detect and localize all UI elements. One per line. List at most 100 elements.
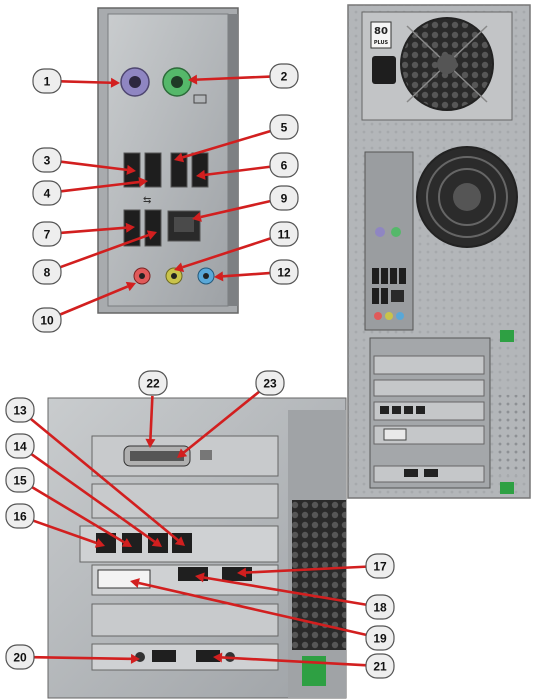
callout-arrowhead-9 <box>192 212 202 222</box>
callout-5: 5 <box>269 114 299 140</box>
usb-port <box>144 209 162 247</box>
callout-label: 2 <box>281 70 288 84</box>
callout-arrowhead-19 <box>130 578 140 588</box>
firewire-port <box>196 650 220 662</box>
callout-arrowhead-7 <box>125 222 135 233</box>
callout-2: 2 <box>269 63 299 89</box>
callout-leader-4 <box>59 180 140 193</box>
callout-3: 3 <box>32 147 62 173</box>
power-inlet <box>372 56 396 84</box>
usb-port <box>144 152 162 188</box>
callout-arrowhead-11 <box>174 262 185 272</box>
callout-label: 13 <box>13 404 27 418</box>
callout-10: 10 <box>32 307 62 333</box>
callout-arrowhead-8 <box>146 230 157 240</box>
callout-label: 1 <box>44 75 51 89</box>
callout-label: 6 <box>281 159 288 173</box>
callout-arrowhead-21 <box>213 652 223 663</box>
callout-leader-3 <box>59 160 128 172</box>
callout-20: 20 <box>5 644 35 670</box>
ethernet-port <box>167 210 201 242</box>
callout-arrowhead-14 <box>151 537 162 547</box>
firewire-card-bracket <box>91 643 279 671</box>
callout-leader-11 <box>182 236 273 269</box>
video-card-bracket <box>91 564 279 596</box>
callout-label: 8 <box>44 266 51 280</box>
ps2-mouse-port <box>120 67 150 97</box>
callout-11: 11 <box>269 221 299 247</box>
callout-bubble <box>32 180 62 206</box>
callout-arrowhead-20 <box>130 653 140 664</box>
vent-holes <box>495 395 525 475</box>
callout-leader-8 <box>58 233 149 269</box>
callout-19: 19 <box>365 625 395 651</box>
callout-leaders <box>29 74 368 667</box>
latch-green <box>500 330 514 342</box>
callout-bubble <box>138 370 168 396</box>
psu-80-plus-badge: 80 PLUS <box>370 21 392 49</box>
mic-in-jack <box>133 267 151 285</box>
callout-label: 18 <box>373 601 387 615</box>
callout-arrowhead-16 <box>94 538 105 548</box>
callout-arrowhead-3 <box>126 164 136 175</box>
callout-21: 21 <box>365 653 395 679</box>
callout-leader-18 <box>203 576 368 607</box>
callout-leader-6 <box>204 165 272 177</box>
scsi-card-bracket <box>91 435 279 477</box>
system-fan <box>416 146 518 248</box>
callout-bubble <box>32 259 62 285</box>
callout-leader-15 <box>30 485 125 544</box>
callout-label: 22 <box>146 377 160 391</box>
badge-word: PLUS <box>374 40 389 46</box>
callout-label: 19 <box>373 632 387 646</box>
usb-symbol-icon: ⇆ <box>143 195 151 206</box>
callout-label: 10 <box>40 314 54 328</box>
callout-14: 14 <box>5 433 35 459</box>
callout-bubble <box>5 503 35 529</box>
callout-22: 22 <box>138 370 168 396</box>
callout-bubble <box>365 653 395 679</box>
blank-slot-cover <box>91 603 279 637</box>
callout-label: 16 <box>13 510 27 524</box>
expansion-slot-closeup <box>47 397 347 699</box>
io-panel-edge <box>228 14 238 306</box>
callout-bubble <box>255 370 285 396</box>
callout-bubble <box>32 68 62 94</box>
callout-label: 7 <box>44 228 51 242</box>
callout-leader-23 <box>183 390 261 454</box>
tower-expansion-slots <box>369 337 491 489</box>
callout-bubble <box>5 433 35 459</box>
callout-label: 17 <box>373 560 387 574</box>
callout-leader-9 <box>200 199 272 219</box>
callout-leader-22 <box>149 395 154 440</box>
callout-label: 20 <box>13 651 27 665</box>
callout-arrowhead-5 <box>174 152 185 163</box>
callout-arrowhead-2 <box>188 74 198 85</box>
callout-bubble <box>5 397 35 423</box>
callout-bubble <box>32 307 62 333</box>
callout-arrowhead-22 <box>145 438 156 448</box>
callout-bubble <box>269 114 299 140</box>
line-out-jack <box>165 267 183 285</box>
ps2-keyboard-port <box>162 67 192 97</box>
displayport <box>222 567 252 581</box>
callout-leader-1 <box>59 80 112 85</box>
callout-label: 11 <box>278 228 291 242</box>
callout-15: 15 <box>5 467 35 493</box>
callout-8: 8 <box>32 259 62 285</box>
blank-slot-cover <box>91 483 279 519</box>
callout-leader-17 <box>245 565 368 574</box>
callout-bubble <box>269 152 299 178</box>
callout-leader-2 <box>196 75 272 81</box>
callout-1: 1 <box>32 68 62 94</box>
callout-leader-12 <box>222 271 272 278</box>
rj45-port <box>122 533 142 553</box>
callout-label: 12 <box>277 266 291 280</box>
tower-rear-view: 80 PLUS <box>347 4 531 499</box>
callout-label: 3 <box>44 154 51 168</box>
callout-arrowhead-4 <box>138 177 148 188</box>
callout-arrowhead-18 <box>195 572 205 583</box>
callout-bubble <box>32 221 62 247</box>
